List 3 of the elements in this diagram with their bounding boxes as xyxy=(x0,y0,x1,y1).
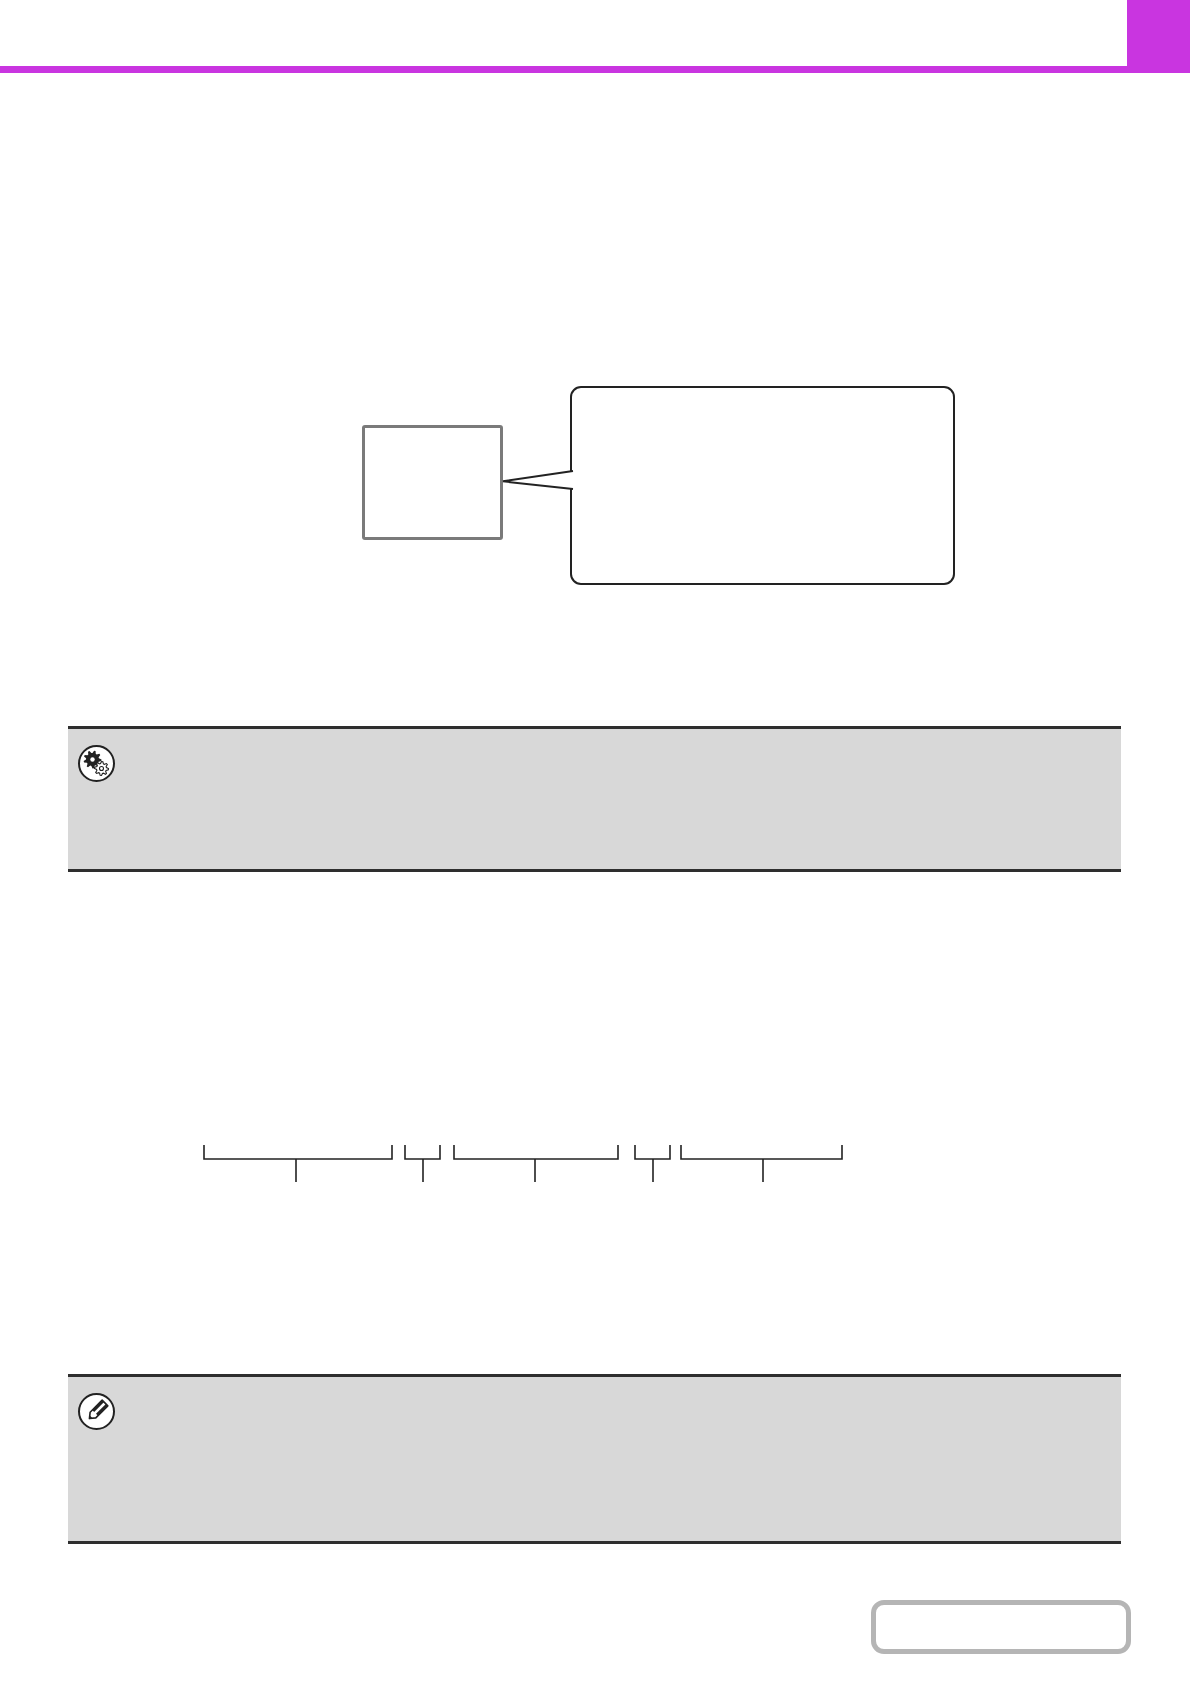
callout-balloon xyxy=(570,386,955,585)
screen-box xyxy=(362,425,503,540)
callout-tail xyxy=(502,470,574,490)
